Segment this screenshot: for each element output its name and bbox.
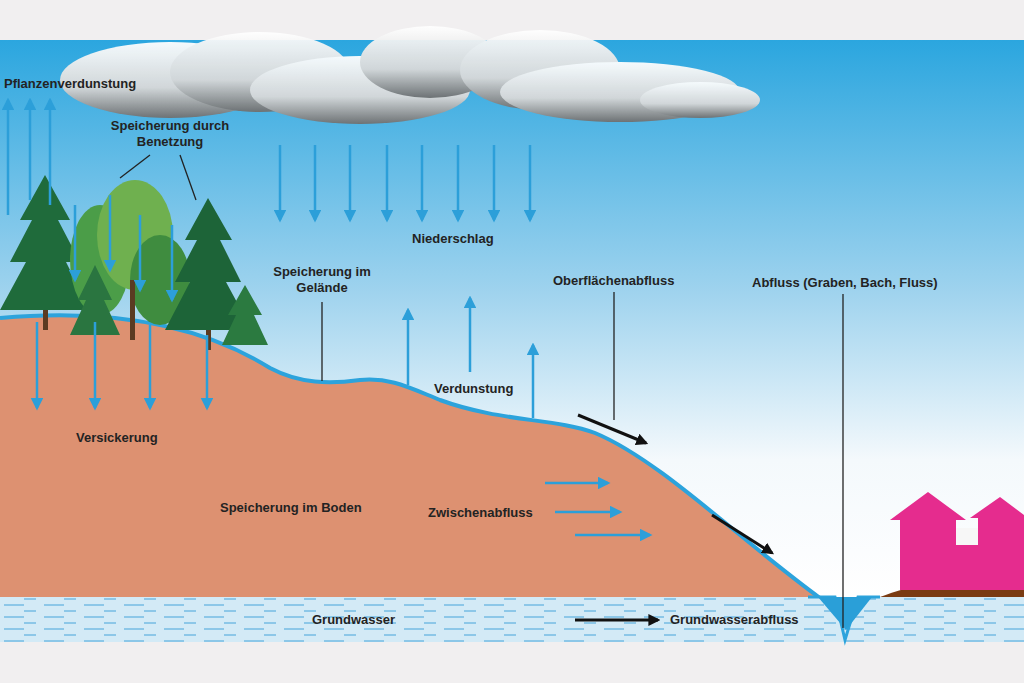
storage-label: Speicherung durch Benetzung	[110, 118, 230, 150]
process-label: Versickerung	[76, 430, 158, 446]
process-label: Verdunstung	[434, 381, 513, 397]
process-label: Oberflächenabfluss	[553, 273, 674, 289]
process-label: Abfluss (Graben, Bach, Fluss)	[752, 275, 938, 291]
storage-label: Speicherung im Boden	[220, 500, 362, 516]
process-label: Grundwasser	[312, 612, 395, 628]
storage-label: Speicherung im Gelände	[270, 264, 374, 296]
process-label: Niederschlag	[412, 231, 494, 247]
process-label: Zwischenabfluss	[428, 505, 533, 521]
process-label: Grundwasserabfluss	[670, 612, 799, 628]
process-label: Pflanzenverdunstung	[4, 76, 136, 92]
